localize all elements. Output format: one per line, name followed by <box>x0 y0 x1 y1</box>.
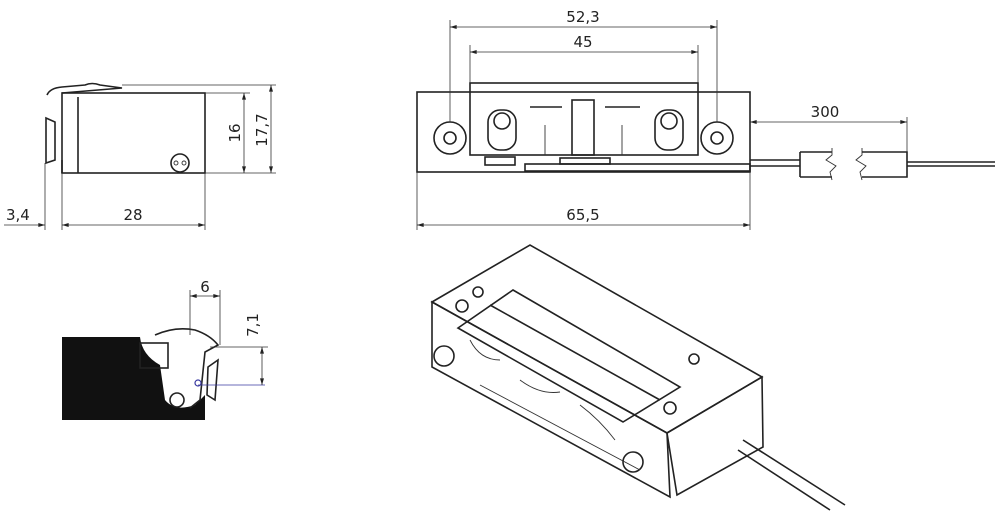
front-view: 52,3 45 65,5 300 <box>416 8 995 230</box>
faceplate <box>416 91 751 173</box>
dim-label-6: 6 <box>200 278 210 296</box>
latch-outline <box>154 328 220 409</box>
iso-cable <box>742 439 846 506</box>
dim-label-16: 16 <box>226 123 244 142</box>
screw-head <box>139 342 169 369</box>
dim-label-28: 28 <box>123 206 142 224</box>
iso-latch <box>456 289 682 423</box>
break-marks <box>825 148 867 181</box>
door-frame-section <box>62 337 205 420</box>
screw-left <box>487 109 517 151</box>
mounting-hole-left <box>433 121 467 155</box>
dim-label-300: 300 <box>811 103 840 121</box>
dim-label-45: 45 <box>573 33 592 51</box>
lock-body <box>61 92 206 174</box>
side-view: 16 17,7 3,4 28 <box>4 82 276 230</box>
dim-label-3-4: 3,4 <box>6 206 30 224</box>
screw-right <box>654 109 684 151</box>
iso-side-face <box>666 375 764 497</box>
dim-label-17-7: 17,7 <box>253 113 271 146</box>
isometric-view <box>430 244 846 511</box>
iso-front-face <box>431 300 671 499</box>
dim-label-52-3: 52,3 <box>566 8 599 26</box>
cable-sleeve-b <box>862 151 908 178</box>
dim-label-65-5: 65,5 <box>566 206 599 224</box>
iso-screw-right <box>622 451 644 473</box>
detail-section-view: 6 7,1 <box>62 278 268 420</box>
latch-housing <box>469 82 699 156</box>
latch-profile <box>45 116 56 165</box>
faceplate-lip <box>46 82 123 96</box>
cable-sleeve-a <box>799 151 832 178</box>
mounting-hole-right <box>700 121 734 155</box>
iso-screw-left <box>433 345 455 367</box>
dim-label-7-1: 7,1 <box>244 313 262 337</box>
connector-circle <box>170 153 190 173</box>
